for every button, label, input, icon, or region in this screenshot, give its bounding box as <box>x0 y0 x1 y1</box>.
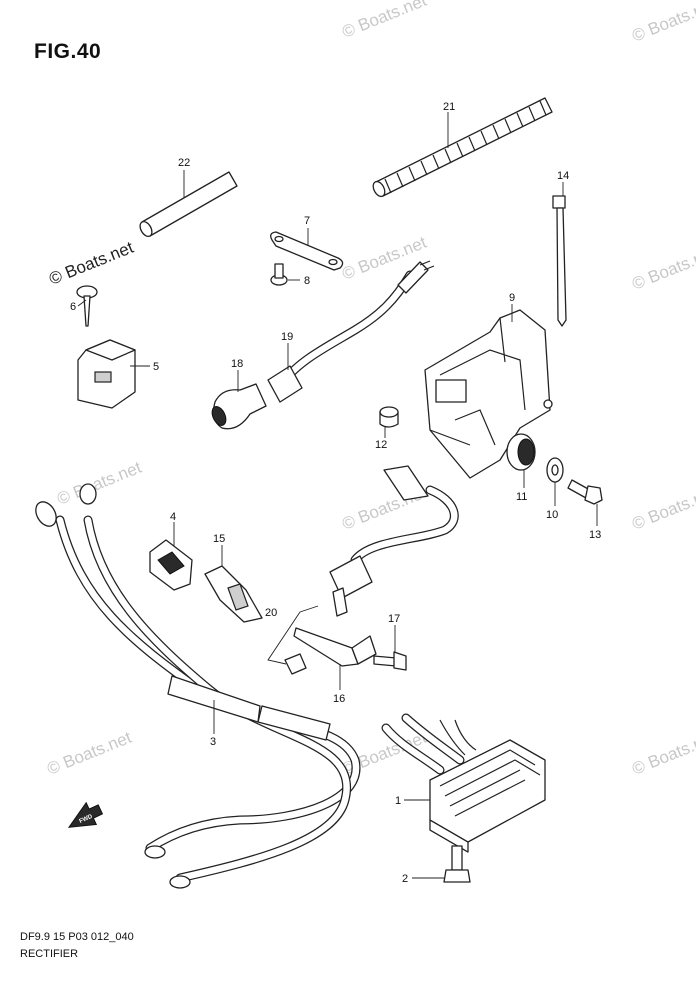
watermark-dark: © Boats.net <box>46 238 136 289</box>
callout-4: 4 <box>170 511 176 523</box>
figure-code: DF9.9 15 P03 012_040 <box>20 931 134 943</box>
part-2-bolt <box>443 845 471 883</box>
callout-8: 8 <box>304 275 310 287</box>
part-13-bolt <box>567 479 603 505</box>
part-22-tube <box>139 171 238 238</box>
watermark: © Boats.net <box>54 458 144 509</box>
callout-9: 9 <box>509 292 515 304</box>
callout-14: 14 <box>557 170 569 182</box>
callout-3: 3 <box>210 736 216 748</box>
part-15-cover <box>204 565 263 623</box>
part-16-plate <box>284 627 377 675</box>
callout-10: 10 <box>546 509 558 521</box>
part-14-cable-tie <box>552 195 567 327</box>
callout-15: 15 <box>213 533 225 545</box>
part-5-holder <box>77 339 136 409</box>
callout-19: 19 <box>281 331 293 343</box>
callout-22: 22 <box>178 157 190 169</box>
watermark: © Boats.net <box>629 728 696 779</box>
watermark: © Boats.net <box>629 0 696 46</box>
watermark: © Boats.net <box>629 483 696 534</box>
watermark: © Boats.net <box>44 728 134 779</box>
leader-lines <box>77 112 598 879</box>
part-20-sensor <box>267 465 459 665</box>
fwd-arrow-icon: FWD <box>67 801 104 828</box>
callout-20: 20 <box>265 607 277 619</box>
callout-labels: 21 22 14 7 8 6 9 19 18 5 12 11 10 13 4 1… <box>70 101 601 885</box>
callout-21: 21 <box>443 101 455 113</box>
callout-17: 17 <box>388 613 400 625</box>
part-3-harness <box>35 483 361 889</box>
callout-11: 11 <box>516 491 527 503</box>
part-9-bracket <box>424 309 553 479</box>
part-18-19-harness <box>211 260 435 430</box>
fwd-label: FWD <box>79 813 95 824</box>
watermarks: © Boats.net © Boats.net © Boats.net © Bo… <box>44 0 696 779</box>
callout-7: 7 <box>304 215 310 227</box>
part-8-bolt <box>270 263 288 286</box>
part-1-rectifier <box>381 713 546 853</box>
figure-title: FIG.40 <box>34 40 102 63</box>
callout-5: 5 <box>153 361 159 373</box>
part-4-grommet <box>149 539 193 591</box>
part-10-washer <box>546 457 564 483</box>
callout-1: 1 <box>395 795 401 807</box>
callout-12: 12 <box>375 439 387 451</box>
callout-16: 16 <box>333 693 345 705</box>
part-12-cap <box>379 406 399 428</box>
watermark: © Boats.net <box>339 0 429 42</box>
figure-name: RECTIFIER <box>20 948 79 960</box>
callout-18: 18 <box>231 358 243 370</box>
callout-2: 2 <box>402 873 408 885</box>
part-7-clamp <box>270 231 344 271</box>
part-17-bolt <box>373 651 407 671</box>
part-21-spiral-tube <box>372 97 553 198</box>
part-6-screw <box>76 285 98 327</box>
callout-6: 6 <box>70 301 76 313</box>
part-11-grommet <box>506 433 536 471</box>
watermark: © Boats.net <box>629 243 696 294</box>
callout-13: 13 <box>589 529 601 541</box>
